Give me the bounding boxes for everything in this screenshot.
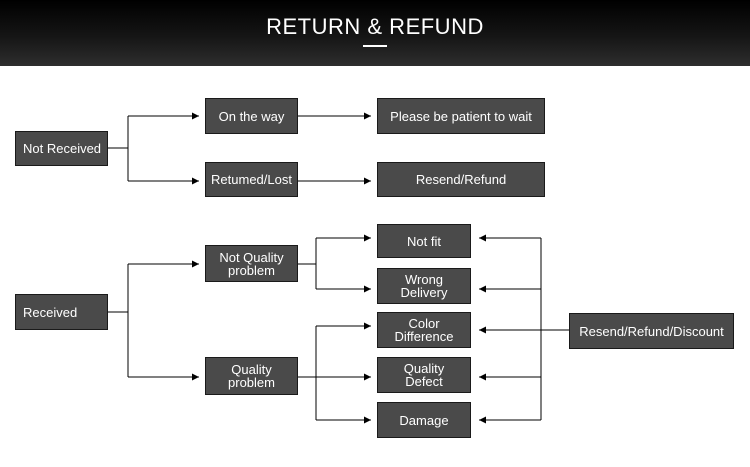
node-label: Quality Defect xyxy=(403,361,445,389)
node-damage: Damage xyxy=(377,402,471,438)
node-resend-refund: Resend/Refund xyxy=(377,162,545,197)
node-label: Not Quality problem xyxy=(219,249,284,278)
node-label: On the way xyxy=(218,108,285,124)
node-received: Received xyxy=(15,294,108,330)
node-label: Please be patient to wait xyxy=(390,108,532,124)
node-color-difference: Color Difference xyxy=(377,312,471,348)
page-title: RETURN & REFUND xyxy=(266,14,484,39)
node-not-fit: Not fit xyxy=(377,224,471,258)
node-label: Quality problem xyxy=(228,362,275,390)
node-quality-problem: Quality problem xyxy=(205,357,298,395)
node-label: Received xyxy=(23,304,78,320)
node-resend-refund-discount: Resend/Refund/Discount xyxy=(569,313,734,349)
node-on-the-way: On the way xyxy=(205,98,298,134)
node-label: Color Difference xyxy=(394,316,454,344)
node-please-wait: Please be patient to wait xyxy=(377,98,545,134)
node-returned-lost: Retumed/Lost xyxy=(205,162,298,197)
node-label: Not Received xyxy=(23,141,102,156)
node-label: Resend/Refund xyxy=(415,172,507,187)
node-label: Wrong Delivery xyxy=(400,272,448,300)
title-underline xyxy=(363,45,387,47)
node-not-quality-problem: Not Quality problem xyxy=(205,245,298,282)
node-wrong-delivery: Wrong Delivery xyxy=(377,268,471,304)
header-banner: RETURN & REFUND xyxy=(0,0,750,66)
node-label: Damage xyxy=(399,412,449,428)
node-label: Not fit xyxy=(407,233,441,249)
node-label: Retumed/Lost xyxy=(211,172,292,187)
node-not-received: Not Received xyxy=(15,131,108,166)
node-label: Resend/Refund/Discount xyxy=(579,323,724,339)
node-quality-defect: Quality Defect xyxy=(377,357,471,393)
